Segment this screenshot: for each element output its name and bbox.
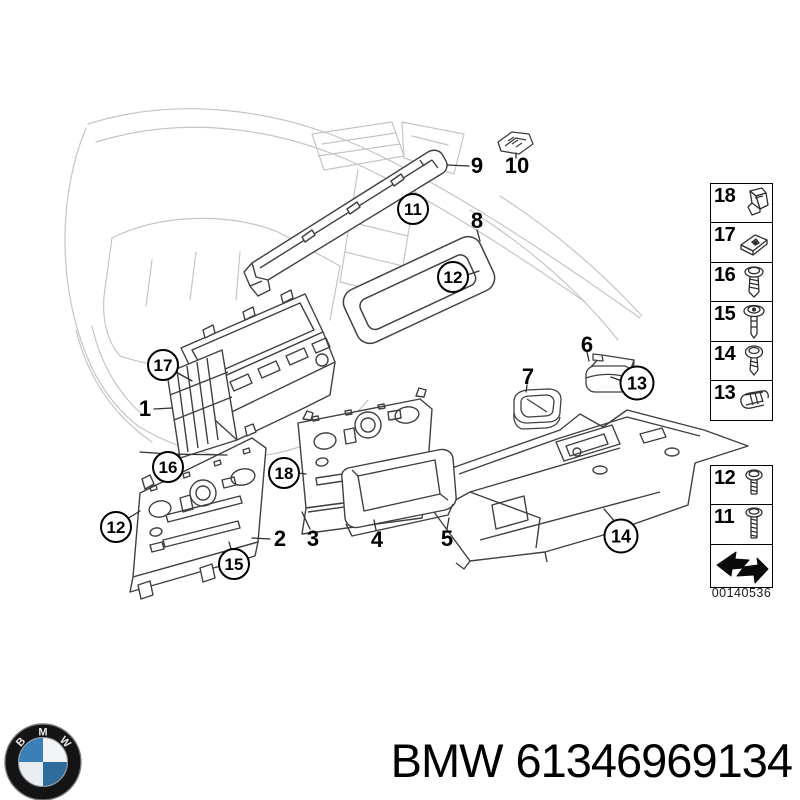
callout-circle-16: 16 [152,451,184,483]
fastener-legend-lower: 12 11 [710,465,773,588]
legend-item-18: 18 [710,183,773,224]
pan-head-screw-icon [744,344,764,376]
callout-circle-15: 15 [218,548,250,580]
sheet-metal-clip-icon [747,187,769,216]
legend-item-12: 12 [710,465,773,506]
callout-circle-11: 11 [397,193,429,225]
legend-item-arrow [710,543,773,588]
legend-label: 12 [714,467,736,489]
callout-circle-17: 17 [147,349,179,381]
logo-letter-m: M [38,727,47,739]
speed-nut-clip-icon [740,234,768,257]
part-carrier-assembly-1 [166,289,336,459]
callout-10: 10 [504,153,530,178]
flange-screw-icon [744,266,764,298]
legend-label: 17 [714,224,736,247]
legend-label: 13 [714,382,736,405]
callout-circle-13: 13 [619,365,655,401]
dashboard-sketch [64,108,643,458]
callout-circle-12: 12 [437,261,469,293]
part-trim-strip-9 [243,149,448,297]
legend-item-14: 14 [710,340,773,382]
callout-6: 6 [580,332,594,357]
direction-arrow-icon [716,551,769,584]
barrel-clip-icon [740,390,769,409]
part-clip-10 [497,131,534,155]
part-storage-tray-4 [341,448,457,537]
part-trim-frame-8 [342,235,496,345]
part-floor-panel-14 [433,409,749,570]
legend-label: 14 [714,342,736,365]
callout-2: 2 [273,526,287,551]
legend-label: 18 [714,185,736,207]
callout-7: 7 [521,364,535,389]
callout-1: 1 [138,396,152,421]
legend-item-15: 15 [710,301,773,343]
diagram-number: 00140536 [711,586,772,600]
callout-circle-12b: 12 [100,511,132,543]
callout-4: 4 [370,527,384,552]
callout-3: 3 [306,526,320,551]
legend-item-11: 11 [710,504,773,546]
legend-label: 16 [714,263,736,286]
callout-9: 9 [470,153,484,178]
brand-name: BMW [390,734,504,787]
callout-5: 5 [440,526,454,551]
short-machine-screw-icon [745,469,763,495]
part-number-value: 61346969134 [515,734,793,787]
part-insert-tray-7 [513,388,562,430]
legend-item-17: 17 [710,222,773,264]
callout-circle-14: 14 [603,518,639,554]
long-machine-screw-icon [745,507,763,540]
callout-circle-18: 18 [268,457,300,489]
washer-head-screw-icon [743,305,765,339]
part-number: BMW 61346969134 [390,734,793,788]
legend-item-13: 13 [710,380,773,422]
legend-item-16: 16 [710,261,773,303]
callout-8: 8 [470,208,484,233]
fastener-legend-upper: 18 17 16 15 [710,183,773,422]
legend-label: 15 [714,303,736,326]
bmw-logo: B M W [4,723,82,800]
legend-label: 11 [714,506,735,529]
